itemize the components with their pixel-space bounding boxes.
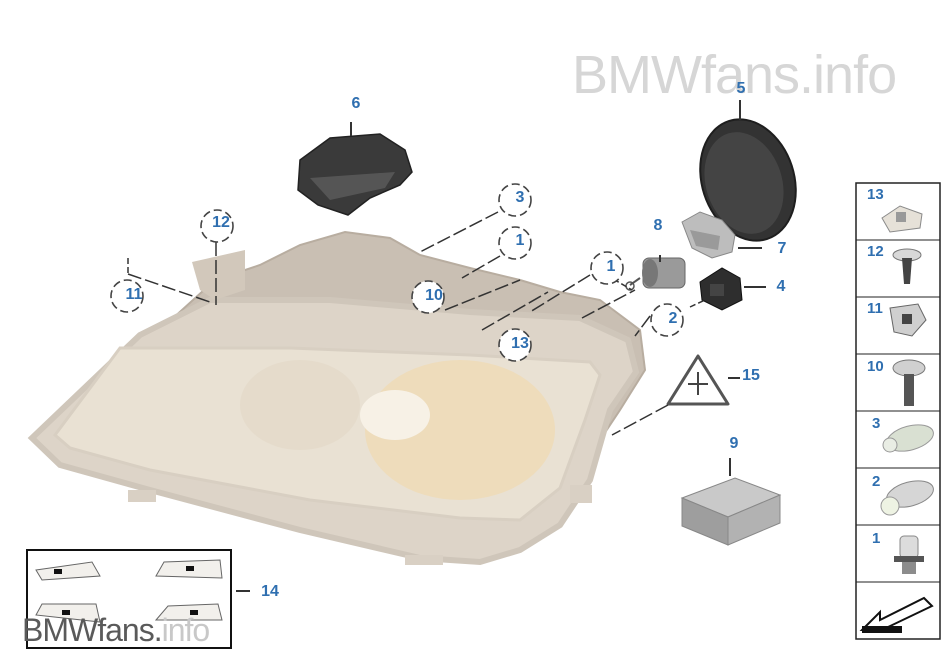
leader-lines bbox=[127, 100, 766, 592]
watermark-top: BMWfans.info bbox=[572, 45, 897, 105]
warning-label-part[interactable] bbox=[666, 354, 730, 406]
arrow-icon bbox=[859, 596, 934, 633]
expanding-rivet-thumbnail[interactable] bbox=[892, 248, 922, 284]
legend-label: 2 bbox=[872, 473, 881, 490]
watermark-bottom: BMWfans.info bbox=[22, 612, 211, 649]
screw-thumbnail[interactable] bbox=[892, 359, 926, 406]
callout-label[interactable]: 1 bbox=[515, 232, 525, 249]
legend-label: 3 bbox=[872, 415, 881, 432]
watermark-bottom-main: BMWfans. bbox=[22, 612, 163, 648]
callout-circles bbox=[110, 183, 684, 362]
callout-label[interactable]: 1 bbox=[606, 258, 616, 275]
headlight-cover-part[interactable] bbox=[297, 133, 413, 216]
callout-label[interactable]: 8 bbox=[653, 217, 663, 234]
side-legend bbox=[855, 182, 941, 640]
ballast-box-part[interactable] bbox=[680, 477, 782, 546]
bracket-part[interactable] bbox=[681, 211, 736, 259]
callout-label[interactable]: 11 bbox=[125, 286, 143, 303]
clip-nut-thumbnail[interactable] bbox=[881, 205, 923, 233]
actuator-part[interactable] bbox=[625, 257, 686, 291]
watermark-bottom-tld: info bbox=[161, 612, 211, 648]
legend-label: 13 bbox=[867, 186, 884, 203]
callout-label[interactable]: 14 bbox=[261, 583, 279, 600]
callout-label[interactable]: 3 bbox=[515, 189, 525, 206]
callout-label[interactable]: 10 bbox=[425, 287, 443, 304]
legend-label: 12 bbox=[867, 243, 884, 260]
alignment-inset-box[interactable] bbox=[26, 549, 232, 649]
bulb-socket-part[interactable] bbox=[699, 267, 743, 311]
callout-label[interactable]: 13 bbox=[511, 335, 529, 352]
clip-thumbnail[interactable] bbox=[889, 303, 927, 337]
bulb-one-thumbnail[interactable] bbox=[894, 535, 924, 574]
round-cap-part[interactable] bbox=[685, 107, 811, 253]
callout-label[interactable]: 15 bbox=[742, 367, 760, 384]
callout-label[interactable]: 4 bbox=[776, 278, 786, 295]
callout-label[interactable]: 7 bbox=[777, 240, 787, 257]
callout-label[interactable]: 5 bbox=[736, 80, 746, 97]
legend-label: 10 bbox=[867, 358, 884, 375]
callout-label[interactable]: 12 bbox=[212, 214, 230, 231]
bulb-h-thumbnail[interactable] bbox=[882, 420, 936, 456]
headlight-assembly bbox=[27, 230, 647, 566]
legend-label: 1 bbox=[872, 530, 881, 547]
callout-label[interactable]: 2 bbox=[668, 310, 678, 327]
legend-label: 11 bbox=[867, 300, 883, 317]
callout-label[interactable]: 6 bbox=[351, 95, 361, 112]
callout-label[interactable]: 9 bbox=[729, 435, 739, 452]
bulb-two-thumbnail[interactable] bbox=[880, 476, 936, 516]
